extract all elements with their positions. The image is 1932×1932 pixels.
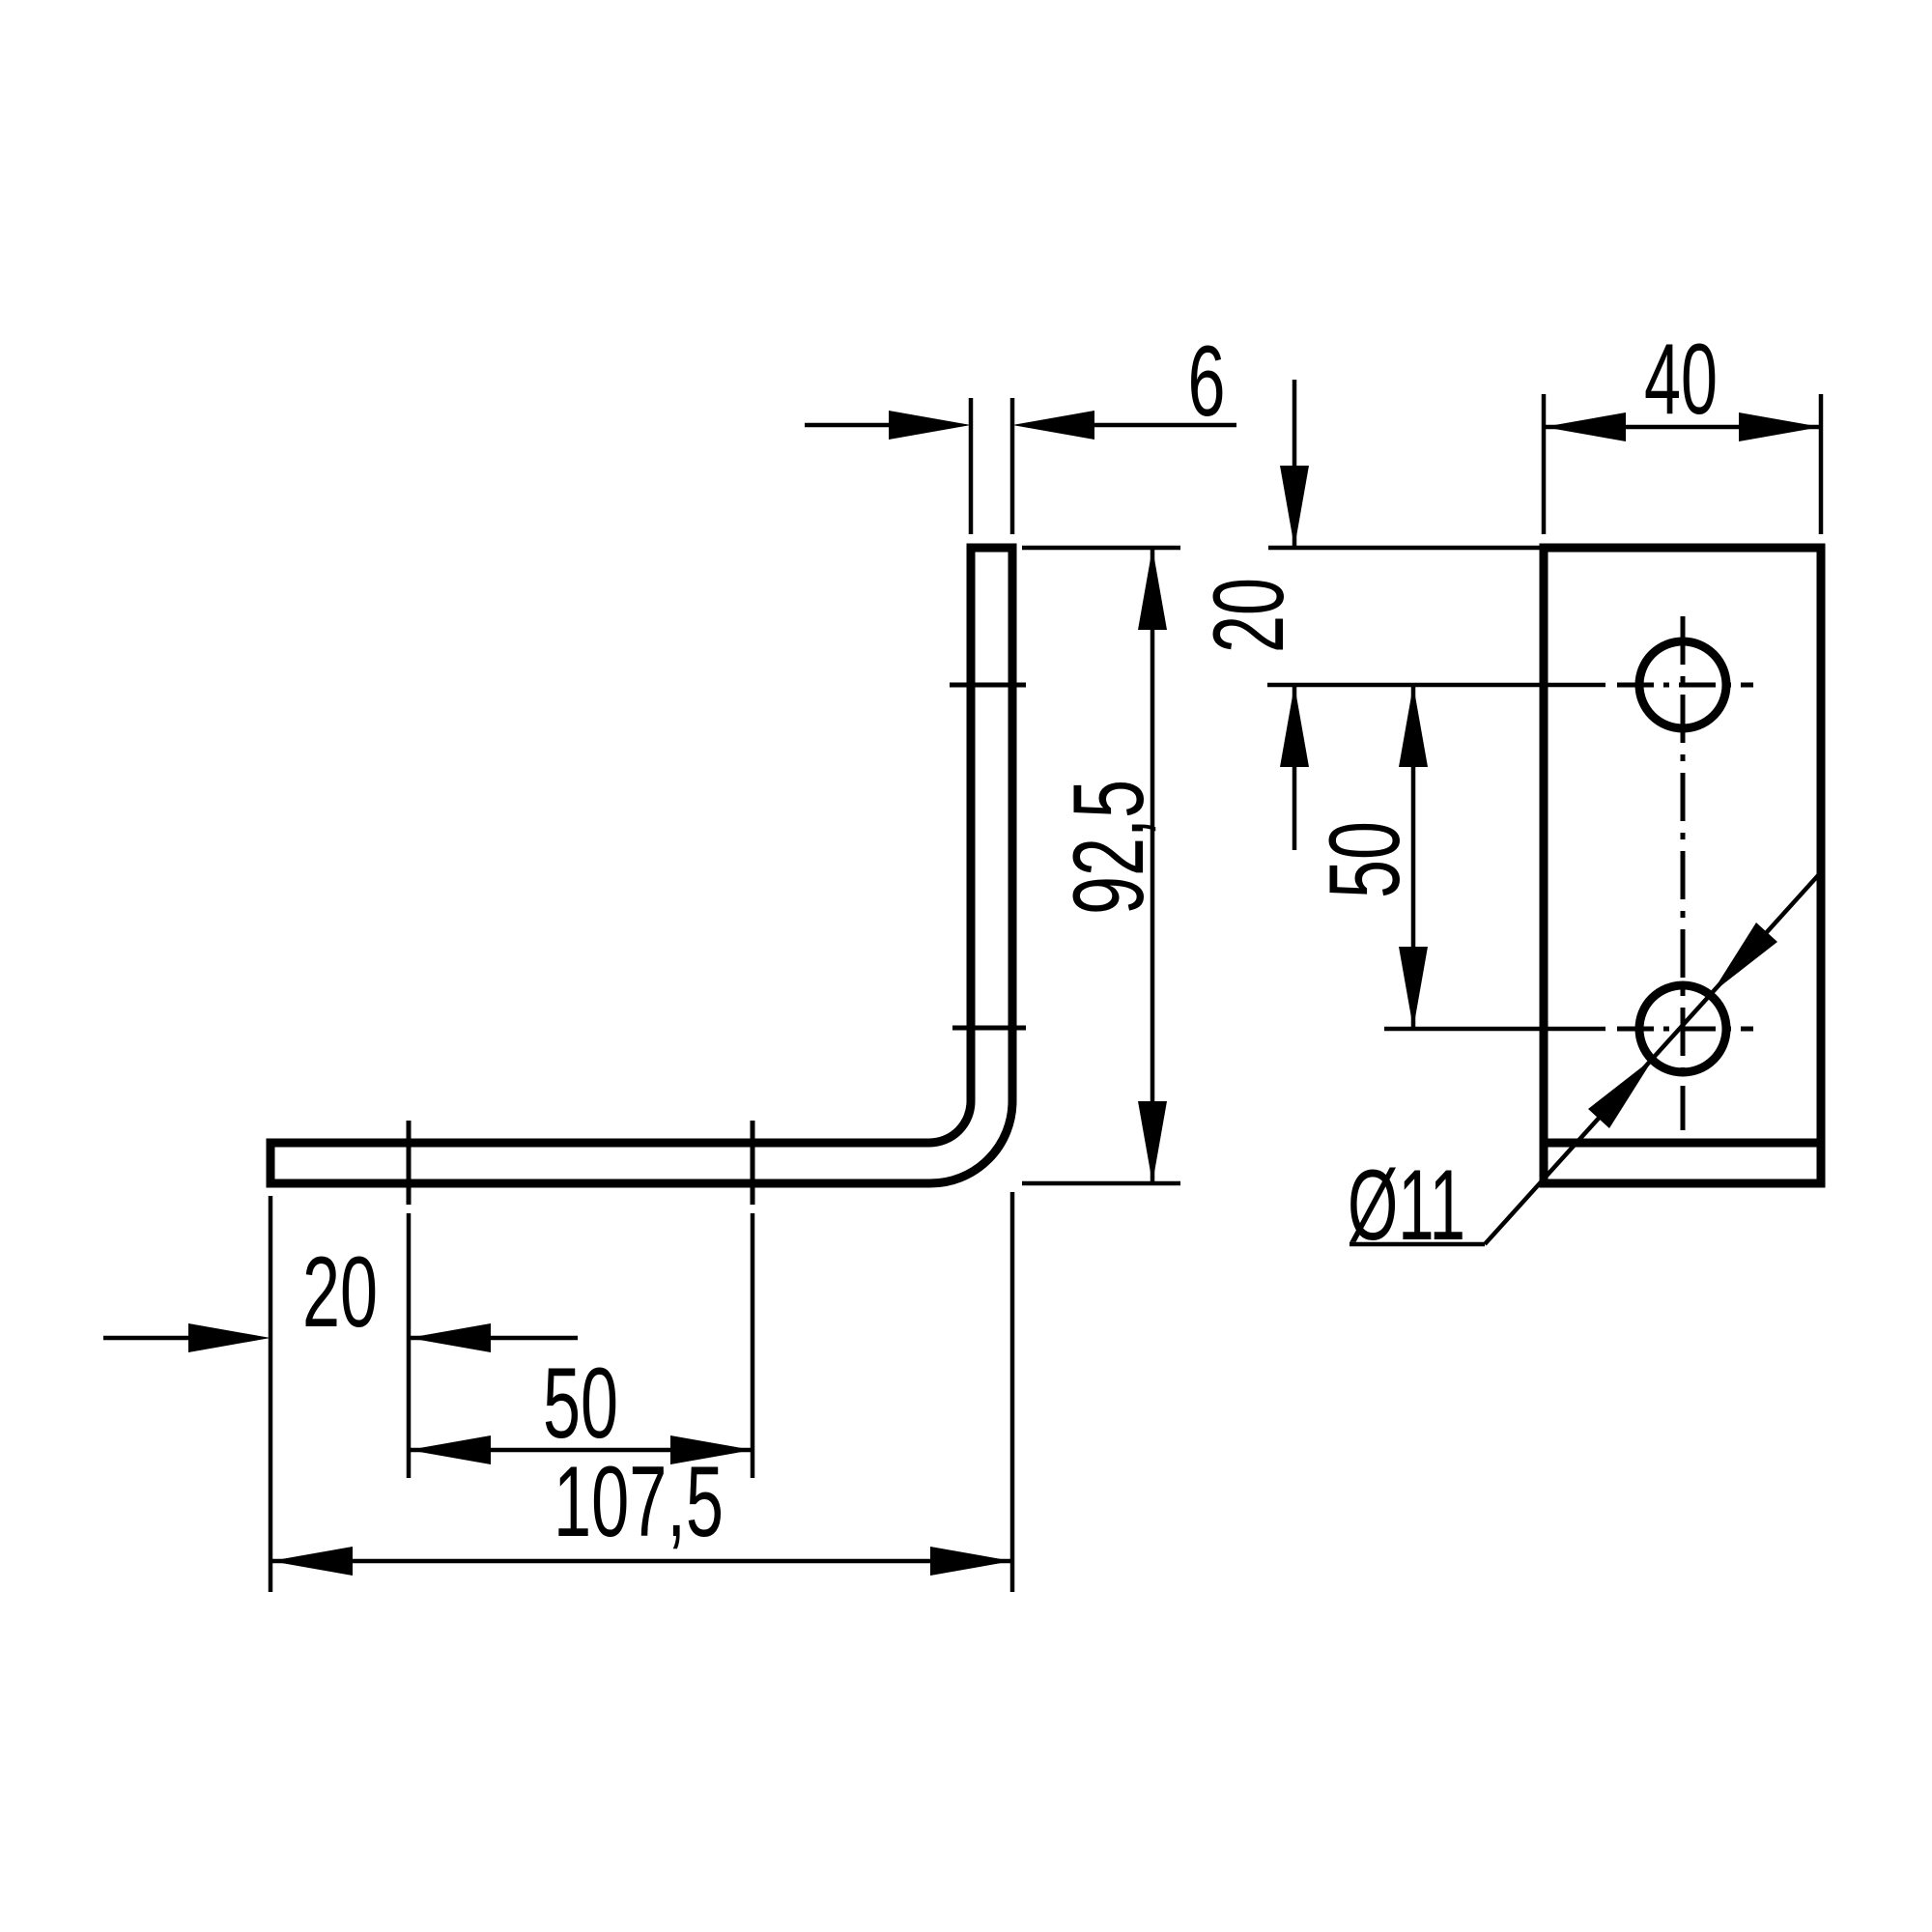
arrow-leader-lower (1588, 1058, 1654, 1128)
arrow-thickness-right (1012, 411, 1094, 440)
front-view-dimension-texts: 40 20 50 Ø11 (1193, 324, 1718, 1262)
dim-text-width: 40 (1644, 324, 1718, 436)
arrow-width-right (1739, 412, 1821, 441)
flange-outline (1539, 543, 1826, 1188)
arrow-spacing-v-top (1399, 685, 1428, 767)
arrow-thickness-left (889, 411, 971, 440)
arrow-leader-upper (1712, 923, 1777, 993)
dim-text-hole-offset: 20 (302, 1236, 378, 1349)
front-view-arrowheads (1280, 412, 1821, 1128)
arrow-offset-right (409, 1323, 491, 1352)
side-view-hole-ticks (406, 682, 1026, 1205)
dim-text-hole-spacing-v: 50 (1309, 821, 1421, 898)
side-view (266, 543, 1017, 1188)
arrow-height-bottom (1138, 1101, 1167, 1183)
side-view-dimension-texts: 6 92,5 20 50 107,5 (302, 326, 1226, 1558)
arrow-height-top (1138, 548, 1167, 630)
arrow-spacing-v-bottom (1399, 947, 1428, 1029)
leader-line-diameter (1483, 870, 1823, 1246)
arrow-spacing-left (409, 1435, 491, 1464)
dim-text-hole-spacing: 50 (543, 1348, 618, 1460)
arrow-offset-v-top (1280, 466, 1309, 548)
dim-text-total-length: 107,5 (554, 1446, 724, 1558)
side-view-arrowheads (188, 411, 1167, 1576)
arrow-width-left (1544, 412, 1626, 441)
dim-text-leg-height: 92,5 (1053, 780, 1165, 915)
arrow-total-left (270, 1547, 353, 1576)
front-view-centerlines (1617, 616, 1753, 1130)
dim-text-hole-offset-v: 20 (1193, 578, 1305, 653)
dim-text-hole-diameter: Ø11 (1348, 1150, 1465, 1262)
arrow-offset-left (188, 1323, 270, 1352)
arrow-offset-v-bottom (1280, 685, 1309, 767)
arrow-spacing-right (670, 1435, 753, 1464)
side-view-dimension-lines (103, 398, 1236, 1592)
bracket-profile-outline (266, 543, 1017, 1188)
dim-text-thickness: 6 (1188, 326, 1226, 438)
arrow-total-right (930, 1547, 1012, 1576)
